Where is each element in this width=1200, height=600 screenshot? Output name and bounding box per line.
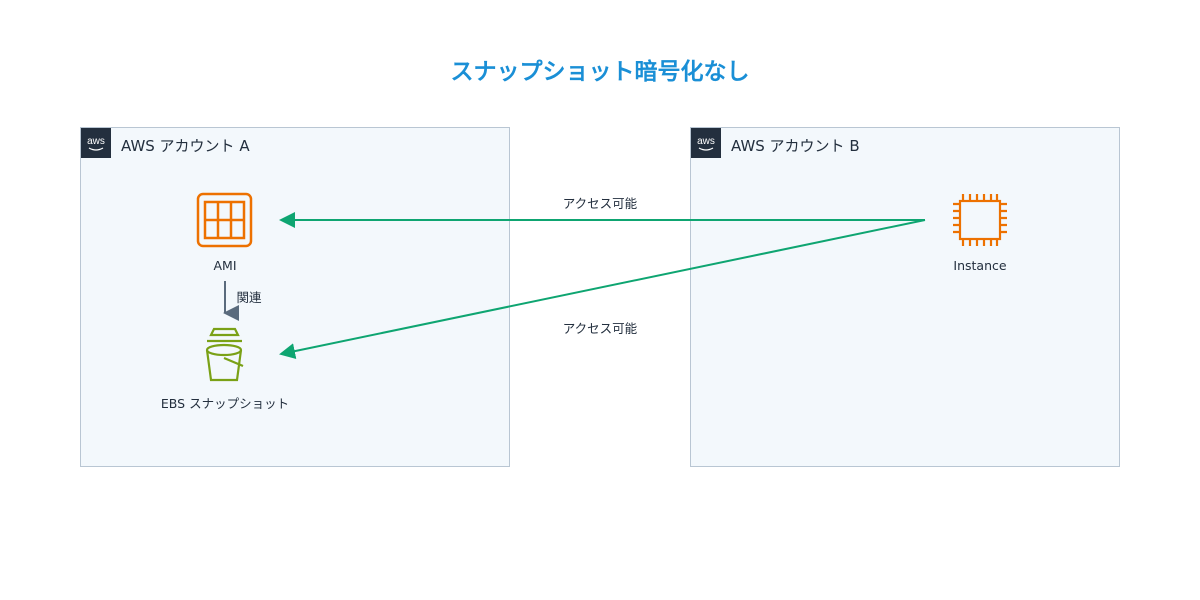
snapshot-label: EBS スナップショット	[160, 396, 290, 411]
account-b-label: AWS アカウント B	[731, 137, 860, 155]
account-b-group: aws AWS アカウント B	[690, 127, 1120, 467]
ami-icon	[196, 192, 253, 248]
ec2-instance-icon	[953, 194, 1007, 246]
account-a-group: aws AWS アカウント A	[80, 127, 510, 467]
account-a-label: AWS アカウント A	[121, 137, 250, 155]
diagram-title: スナップショット暗号化なし	[450, 59, 750, 85]
svg-text:aws: aws	[697, 136, 715, 147]
aws-logo-icon: aws	[81, 128, 111, 158]
ebs-snapshot-bucket-icon	[205, 327, 244, 382]
aws-logo-icon: aws	[691, 128, 721, 158]
access-arrow-snapshot	[279, 219, 926, 359]
svg-text:aws: aws	[87, 136, 105, 147]
relation-label: 関連	[236, 290, 262, 305]
edge-label-ami: アクセス可能	[562, 196, 638, 211]
instance-label: Instance	[953, 258, 1007, 273]
ami-label: AMI	[213, 258, 237, 273]
edge-label-snapshot: アクセス可能	[562, 321, 638, 336]
